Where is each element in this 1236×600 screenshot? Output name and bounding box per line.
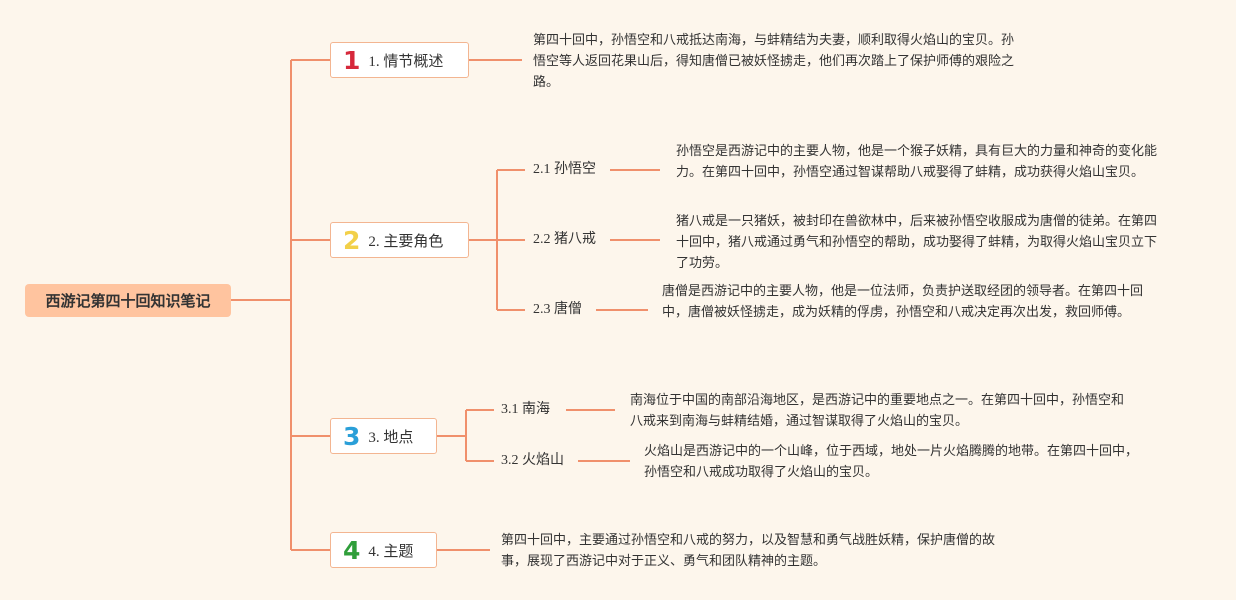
south-sea-description: 南海位于中国的南部沿海地区，是西游记中的重要地点之一。在第四十回中，孙悟空和八戒… [630,393,1125,429]
branch-label-theme: 4. 主题 [368,543,414,560]
branch-node-locations[interactable]: 3 3. 地点 [330,418,437,454]
number-badge-4-icon: 4 [343,535,361,565]
zhu-bajie-description: 猪八戒是一只猪妖，被封印在兽欲林中，后来被孙悟空收服成为唐僧的徒弟。在第四十回中… [676,214,1158,271]
tang-seng-description: 唐僧是西游记中的主要人物，他是一位法师，负责护送取经团的领导者。在第四十回中，唐… [662,284,1144,320]
sub-node-zhu-bajie[interactable]: 2.2 猪八戒 [533,232,596,247]
sun-wukong-description: 孙悟空是西游记中的主要人物，他是一个猴子妖精，具有巨大的力量和神奇的变化能力。在… [676,144,1158,180]
sub-node-flaming-mountain[interactable]: 3.2 火焰山 [501,453,564,468]
sub-node-sun-wukong[interactable]: 2.1 孙悟空 [533,162,596,177]
root-title: 西游记第四十回知识笔记 [45,293,211,310]
branch-label-locations: 3. 地点 [368,429,414,446]
plot-description: 第四十回中，孙悟空和八戒抵达南海，与蚌精结为夫妻，顺利取得火焰山的宝贝。孙悟空等… [533,33,1015,90]
branch-node-plot[interactable]: 1 1. 情节概述 [330,42,469,78]
sub-node-south-sea[interactable]: 3.1 南海 [501,402,550,417]
number-badge-1-icon: 1 [343,45,361,75]
branch-node-characters[interactable]: 2 2. 主要角色 [330,222,469,258]
flaming-mountain-description: 火焰山是西游记中的一个山峰，位于西域，地处一片火焰腾腾的地带。在第四十回中，孙悟… [644,444,1139,480]
number-badge-3-icon: 3 [343,421,361,451]
sub-node-tang-seng[interactable]: 2.3 唐僧 [533,302,582,317]
branch-node-theme[interactable]: 4 4. 主题 [330,532,437,568]
branch-label-characters: 2. 主要角色 [368,233,444,250]
number-badge-2-icon: 2 [343,225,361,255]
root-node[interactable]: 西游记第四十回知识笔记 [25,284,231,317]
theme-description: 第四十回中，主要通过孙悟空和八戒的努力，以及智慧和勇气战胜妖精，保护唐僧的故事，… [501,533,996,569]
branch-label-plot: 1. 情节概述 [368,53,444,70]
